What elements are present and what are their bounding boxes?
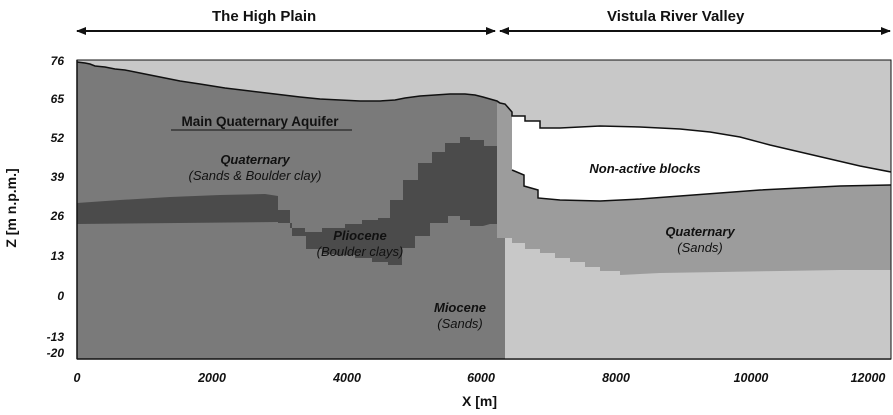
quaternary-left-layer — [77, 62, 505, 359]
quaternary-right-layer — [497, 103, 891, 275]
main-quaternary-aquifer-label: Main Quaternary Aquifer — [181, 114, 339, 129]
quaternary-left-sub: (Sands & Boulder clay) — [188, 168, 322, 183]
vistula-valley-title: Vistula River Valley — [607, 8, 745, 25]
miocene-sub: (Sands) — [437, 316, 483, 331]
y-tick-label: 39 — [50, 170, 64, 184]
quaternary-right-label: Quaternary (Sands) — [645, 224, 755, 256]
x-tick-label: 8000 — [602, 371, 630, 385]
quaternary-right-name: Quaternary — [665, 224, 735, 239]
x-tick-label: 4000 — [333, 371, 361, 385]
x-tick-label: 12000 — [850, 371, 886, 385]
top-boundary-line — [76, 61, 892, 173]
y-tick-label: -13 — [46, 330, 64, 344]
y-tick-label: -20 — [46, 346, 64, 360]
quaternary-left-label: Quaternary (Sands & Boulder clay) — [150, 152, 360, 184]
y-axis-label: Z [m n.p.m.] — [3, 168, 19, 248]
valley-fill-boundary-line — [511, 169, 892, 202]
non-active-blocks-label: Non-active blocks — [589, 161, 701, 176]
y-tick-label: 65 — [50, 92, 64, 106]
y-tick-label: 76 — [50, 54, 64, 68]
miocene-name: Miocene — [433, 300, 486, 315]
quaternary-right-sub: (Sands) — [677, 240, 723, 255]
y-tick-label: 0 — [57, 289, 64, 303]
high-plain-title: The High Plain — [212, 8, 317, 25]
pliocene-layer — [77, 137, 497, 265]
x-axis-label: X [m] — [462, 393, 497, 409]
miocene-label: Miocene (Sands) — [410, 300, 510, 332]
pliocene-label: Pliocene (Boulder clays) — [300, 228, 420, 260]
x-tick-label: 2000 — [198, 371, 226, 385]
quaternary-left-name: Quaternary — [220, 152, 290, 167]
x-tick-label: 10000 — [733, 371, 769, 385]
y-tick-label: 26 — [50, 209, 64, 223]
x-tick-label: 6000 — [467, 371, 495, 385]
x-tick-label: 0 — [73, 371, 81, 385]
pliocene-name: Pliocene — [333, 228, 387, 243]
y-tick-label: 13 — [50, 249, 64, 263]
y-tick-label: 52 — [50, 131, 64, 145]
pliocene-sub: (Boulder clays) — [316, 244, 404, 259]
non-active-blocks — [512, 112, 891, 201]
